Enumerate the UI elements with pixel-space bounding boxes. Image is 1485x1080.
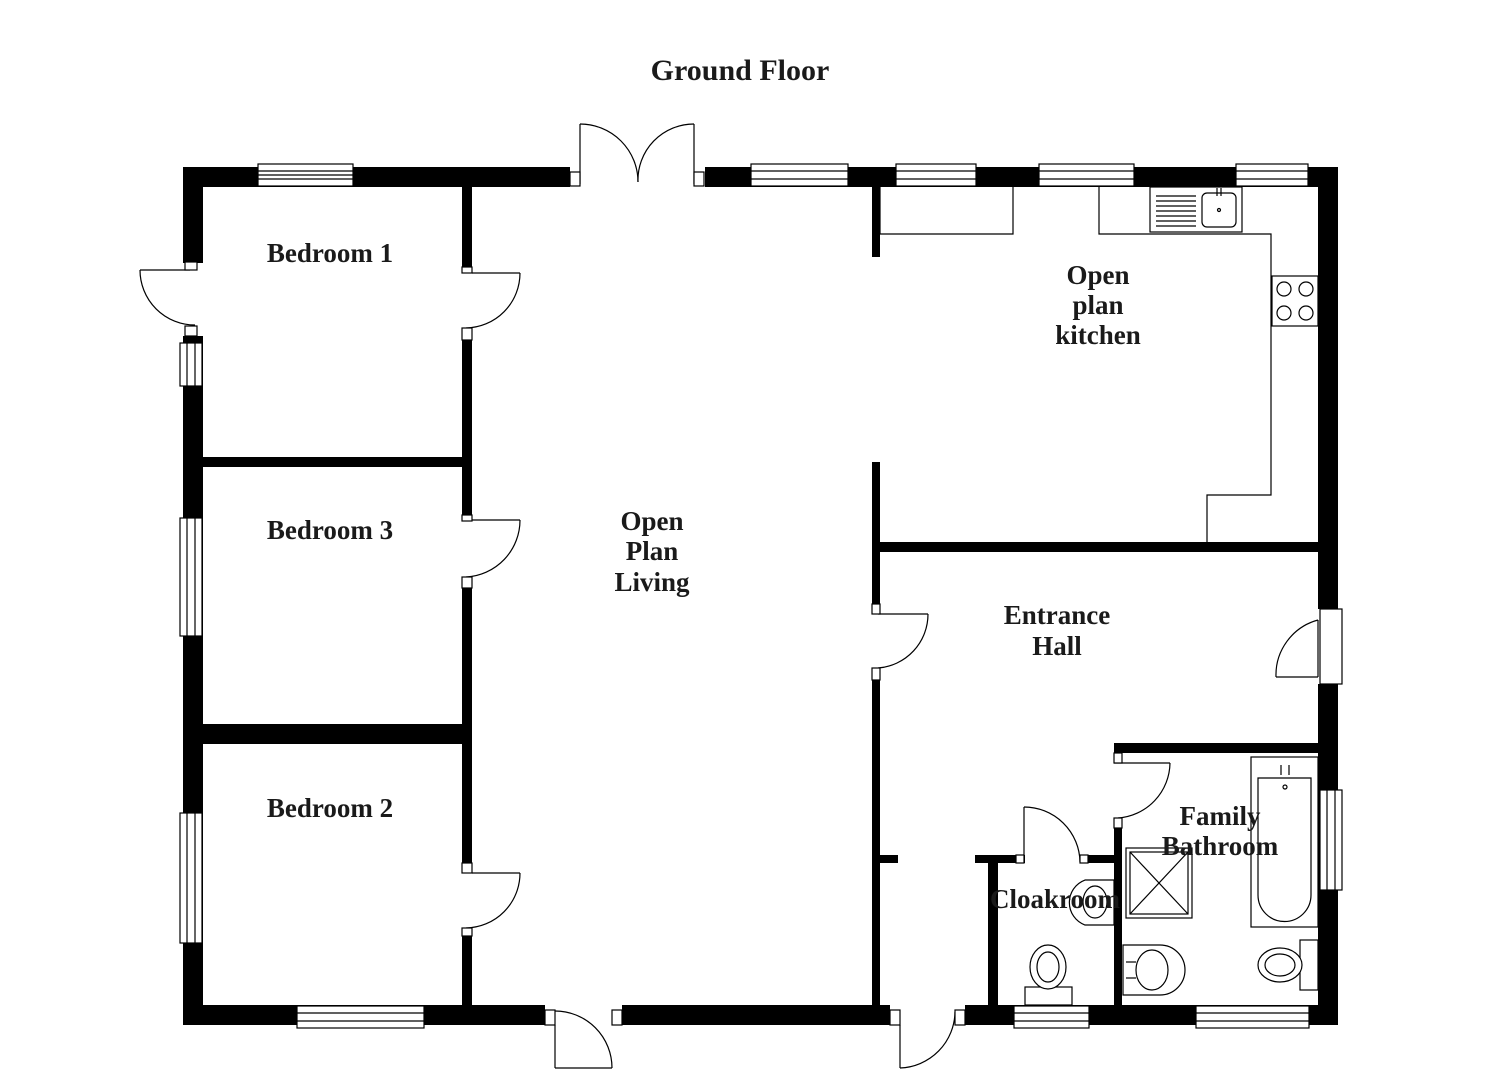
bedroom3-label: Bedroom 3 bbox=[267, 515, 393, 545]
window-left-bedroom3 bbox=[179, 517, 203, 637]
kitchen-fittings bbox=[879, 186, 1319, 542]
living-label-line3: Living bbox=[614, 567, 690, 597]
door-external-bedroom1 bbox=[139, 261, 198, 337]
shower-tray-icon bbox=[1125, 847, 1193, 919]
hob-icon bbox=[1271, 275, 1319, 327]
kitchen-label-line3: kitchen bbox=[1055, 320, 1141, 350]
cloakroom-basin-icon bbox=[1068, 879, 1115, 926]
bedroom2-label: Bedroom 2 bbox=[267, 793, 393, 823]
interior-walls bbox=[203, 187, 1318, 1005]
living-label-line1: Open bbox=[620, 506, 683, 536]
room-labels: Bedroom 1 Bedroom 3 Bedroom 2 Open Plan … bbox=[267, 238, 1279, 914]
door-bedroom2 bbox=[461, 862, 521, 937]
door-bedroom3 bbox=[461, 514, 521, 589]
window-right-hall-door-frame bbox=[1319, 608, 1343, 685]
window-top-kitchen-3 bbox=[1235, 163, 1309, 187]
hall-label-line1: Entrance bbox=[1004, 600, 1111, 630]
window-bottom-cloakroom bbox=[1013, 1005, 1090, 1029]
kitchen-label-line2: plan bbox=[1072, 290, 1123, 320]
door-external-living bbox=[544, 1009, 623, 1069]
window-left-bedroom1 bbox=[179, 342, 203, 387]
bathroom-fittings bbox=[1122, 756, 1319, 996]
bathtub-icon bbox=[1250, 756, 1319, 928]
living-label-line2: Plan bbox=[626, 536, 679, 566]
window-top-kitchen-2 bbox=[1038, 163, 1135, 187]
kitchen-sink-icon bbox=[1149, 186, 1243, 233]
bathroom-label-line2: Bathroom bbox=[1162, 831, 1279, 861]
cloakroom-label: Cloakroom bbox=[990, 884, 1121, 914]
hall-label-line2: Hall bbox=[1032, 631, 1082, 661]
window-bottom-bathroom bbox=[1195, 1005, 1310, 1029]
door-front-entrance bbox=[889, 1009, 966, 1069]
doors bbox=[139, 123, 1319, 1069]
door-hall-side bbox=[1275, 619, 1319, 678]
kitchen-label-line1: Open bbox=[1066, 260, 1129, 290]
bedroom1-label: Bedroom 1 bbox=[267, 238, 393, 268]
window-bottom-bedroom2 bbox=[296, 1005, 425, 1029]
floor-title: Ground Floor bbox=[651, 54, 830, 87]
cloakroom-fittings bbox=[1024, 879, 1115, 1006]
window-right-bathroom bbox=[1319, 789, 1343, 891]
window-top-bedroom1 bbox=[257, 163, 354, 187]
bathroom-toilet-icon bbox=[1257, 939, 1319, 991]
window-top-kitchen-1 bbox=[895, 163, 977, 187]
door-bathroom bbox=[1113, 752, 1171, 829]
door-bedroom1 bbox=[461, 266, 521, 341]
door-french-top bbox=[569, 123, 705, 187]
window-top-living-1 bbox=[750, 163, 849, 187]
windows bbox=[179, 163, 1343, 1029]
cloakroom-toilet-icon bbox=[1024, 944, 1073, 1006]
window-left-bedroom2 bbox=[179, 812, 203, 944]
door-cloakroom bbox=[1015, 806, 1089, 864]
bathroom-basin-icon bbox=[1122, 944, 1186, 996]
bathroom-label-line1: Family bbox=[1180, 801, 1261, 831]
door-living-hall bbox=[871, 603, 929, 681]
